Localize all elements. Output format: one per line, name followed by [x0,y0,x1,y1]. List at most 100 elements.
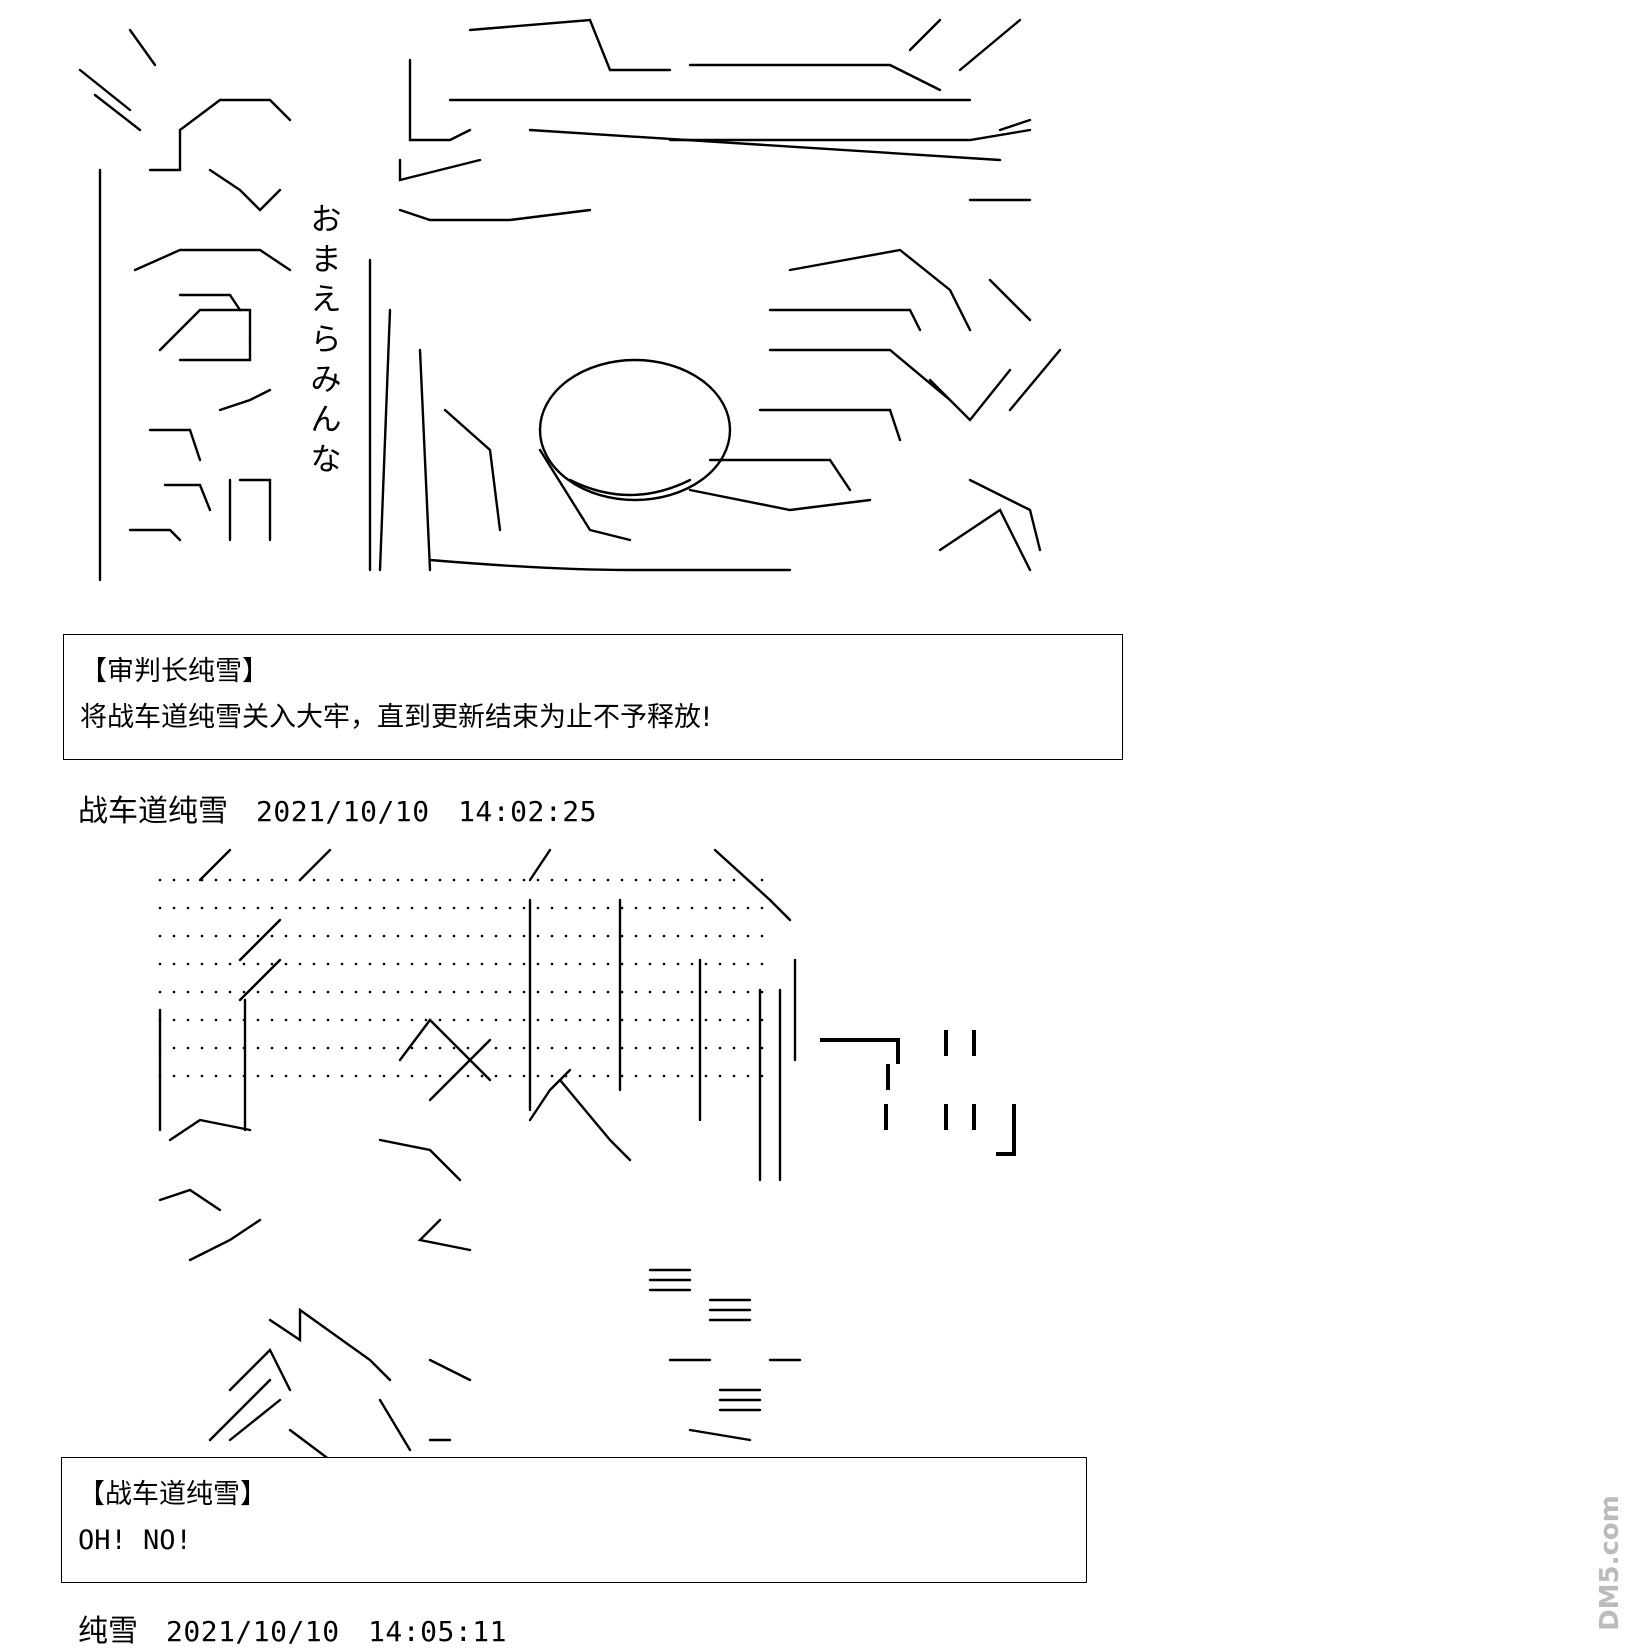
texture-dot [368,962,372,966]
texture-dot [270,906,274,910]
texture-dot [746,878,750,882]
texture-dot [368,934,372,938]
texture-dot [494,990,498,994]
texture-dot [746,1074,750,1078]
texture-dot [480,1018,484,1022]
post-author: 战车道纯雪 [78,794,228,829]
texture-dot [634,962,638,966]
texture-dot [452,1018,456,1022]
texture-dot [242,878,246,882]
texture-dot [256,962,260,966]
texture-dot [704,934,708,938]
texture-dot [494,878,498,882]
texture-dot [522,934,526,938]
texture-dot [354,1018,358,1022]
texture-dot [382,990,386,994]
dialogue-box-2: 【战车道纯雪】 OH! NO! [61,1457,1087,1583]
texture-dot [186,1046,190,1050]
texture-dot [242,1074,246,1078]
texture-dot [690,1046,694,1050]
texture-dot [760,1018,764,1022]
texture-dot [424,1074,428,1078]
texture-dot [536,1046,540,1050]
bottom-art-dot-pattern [158,878,764,1078]
texture-dot [200,1074,204,1078]
watermark-text: DM5.com [1595,1495,1625,1631]
texture-dot [312,1018,316,1022]
texture-dot [186,934,190,938]
texture-dot [718,1074,722,1078]
bottom-art-drawing [158,848,802,1460]
texture-dot [410,1018,414,1022]
texture-dot [634,906,638,910]
texture-dot [620,1046,624,1050]
texture-dot [452,990,456,994]
texture-dot [550,1074,554,1078]
texture-dot [536,962,540,966]
texture-dot [690,878,694,882]
vertical-char: ん [310,402,342,438]
post-timestamp: 2021/10/10 14:02:25 [256,795,597,828]
texture-dot [466,962,470,966]
texture-dot [410,906,414,910]
texture-dot [606,990,610,994]
texture-dot [172,1074,176,1078]
texture-dot [340,1018,344,1022]
texture-dot [536,906,540,910]
texture-dot [438,1018,442,1022]
texture-dot [536,1018,540,1022]
texture-dot [312,934,316,938]
texture-dot [466,906,470,910]
texture-dot [256,1018,260,1022]
texture-dot [284,1074,288,1078]
texture-dot [228,1074,232,1078]
texture-dot [564,934,568,938]
texture-dot [158,1046,162,1050]
texture-dot [312,1046,316,1050]
texture-dot [228,878,232,882]
texture-dot [186,1018,190,1022]
texture-dot [494,906,498,910]
texture-dot [662,1018,666,1022]
texture-dot [242,1018,246,1022]
texture-dot [760,962,764,966]
top-art-drawing [78,18,1062,582]
texture-dot [284,1046,288,1050]
dialogue-line: 将战车道纯雪关入大牢，直到更新结束为止不予释放! [80,702,712,733]
texture-dot [354,962,358,966]
texture-dot [494,962,498,966]
texture-dot [256,878,260,882]
texture-dot [172,934,176,938]
texture-dot [578,878,582,882]
texture-dot [508,1018,512,1022]
texture-dot [424,878,428,882]
texture-dot [480,934,484,938]
texture-dot [620,934,624,938]
texture-dot [620,1074,624,1078]
texture-dot [662,1046,666,1050]
texture-dot [298,878,302,882]
texture-dot [256,1046,260,1050]
texture-dot [648,878,652,882]
texture-dot [676,962,680,966]
texture-dot [760,906,764,910]
texture-dot [326,1074,330,1078]
texture-dot [732,878,736,882]
texture-dot [634,990,638,994]
texture-dot [200,990,204,994]
texture-dot [424,990,428,994]
texture-dot [522,1018,526,1022]
texture-dot [606,934,610,938]
texture-dot [186,1074,190,1078]
texture-dot [382,1074,386,1078]
texture-dot [620,906,624,910]
texture-dot [480,906,484,910]
texture-dot [396,906,400,910]
texture-dot [410,878,414,882]
texture-dot [214,1046,218,1050]
texture-dot [522,962,526,966]
sfx-brackets [818,1030,1038,1174]
texture-dot [718,934,722,938]
speaker-label: 【审判长纯雪】 [80,656,269,687]
texture-dot [606,962,610,966]
